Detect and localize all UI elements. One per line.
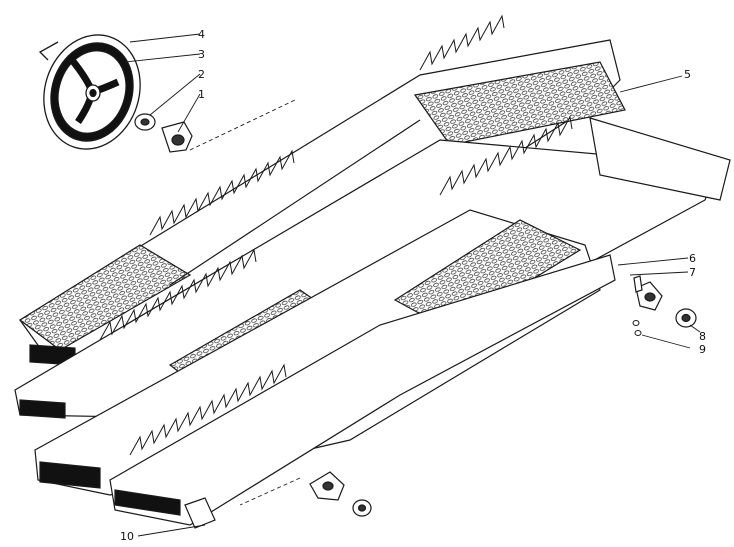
callout-6: 6	[689, 252, 696, 265]
callout-10: 10	[120, 530, 134, 543]
bearing-part	[675, 308, 697, 328]
bushing-part	[134, 113, 156, 131]
callout-9: 9	[699, 343, 706, 356]
sieve-frame-top	[18, 39, 626, 366]
leader-lines	[124, 33, 701, 537]
sieve-frame-lower	[34, 209, 601, 496]
callout-3: 3	[198, 48, 205, 61]
lower-clamp-part	[309, 471, 345, 501]
sieve-frame-bottom	[109, 254, 616, 529]
callout-5: 5	[684, 68, 691, 81]
callout-1: 1	[198, 88, 205, 101]
saw-tooth-edges	[99, 14, 573, 456]
clamp-part	[161, 121, 193, 153]
pulley-wheel	[38, 34, 141, 150]
bracket-bolt-part	[633, 275, 663, 311]
lower-bushing-part	[352, 499, 372, 517]
callout-2: 2	[198, 68, 205, 81]
callout-7: 7	[689, 266, 696, 279]
callout-4: 4	[198, 28, 205, 41]
washer-part	[632, 320, 642, 336]
callout-8: 8	[699, 330, 706, 343]
